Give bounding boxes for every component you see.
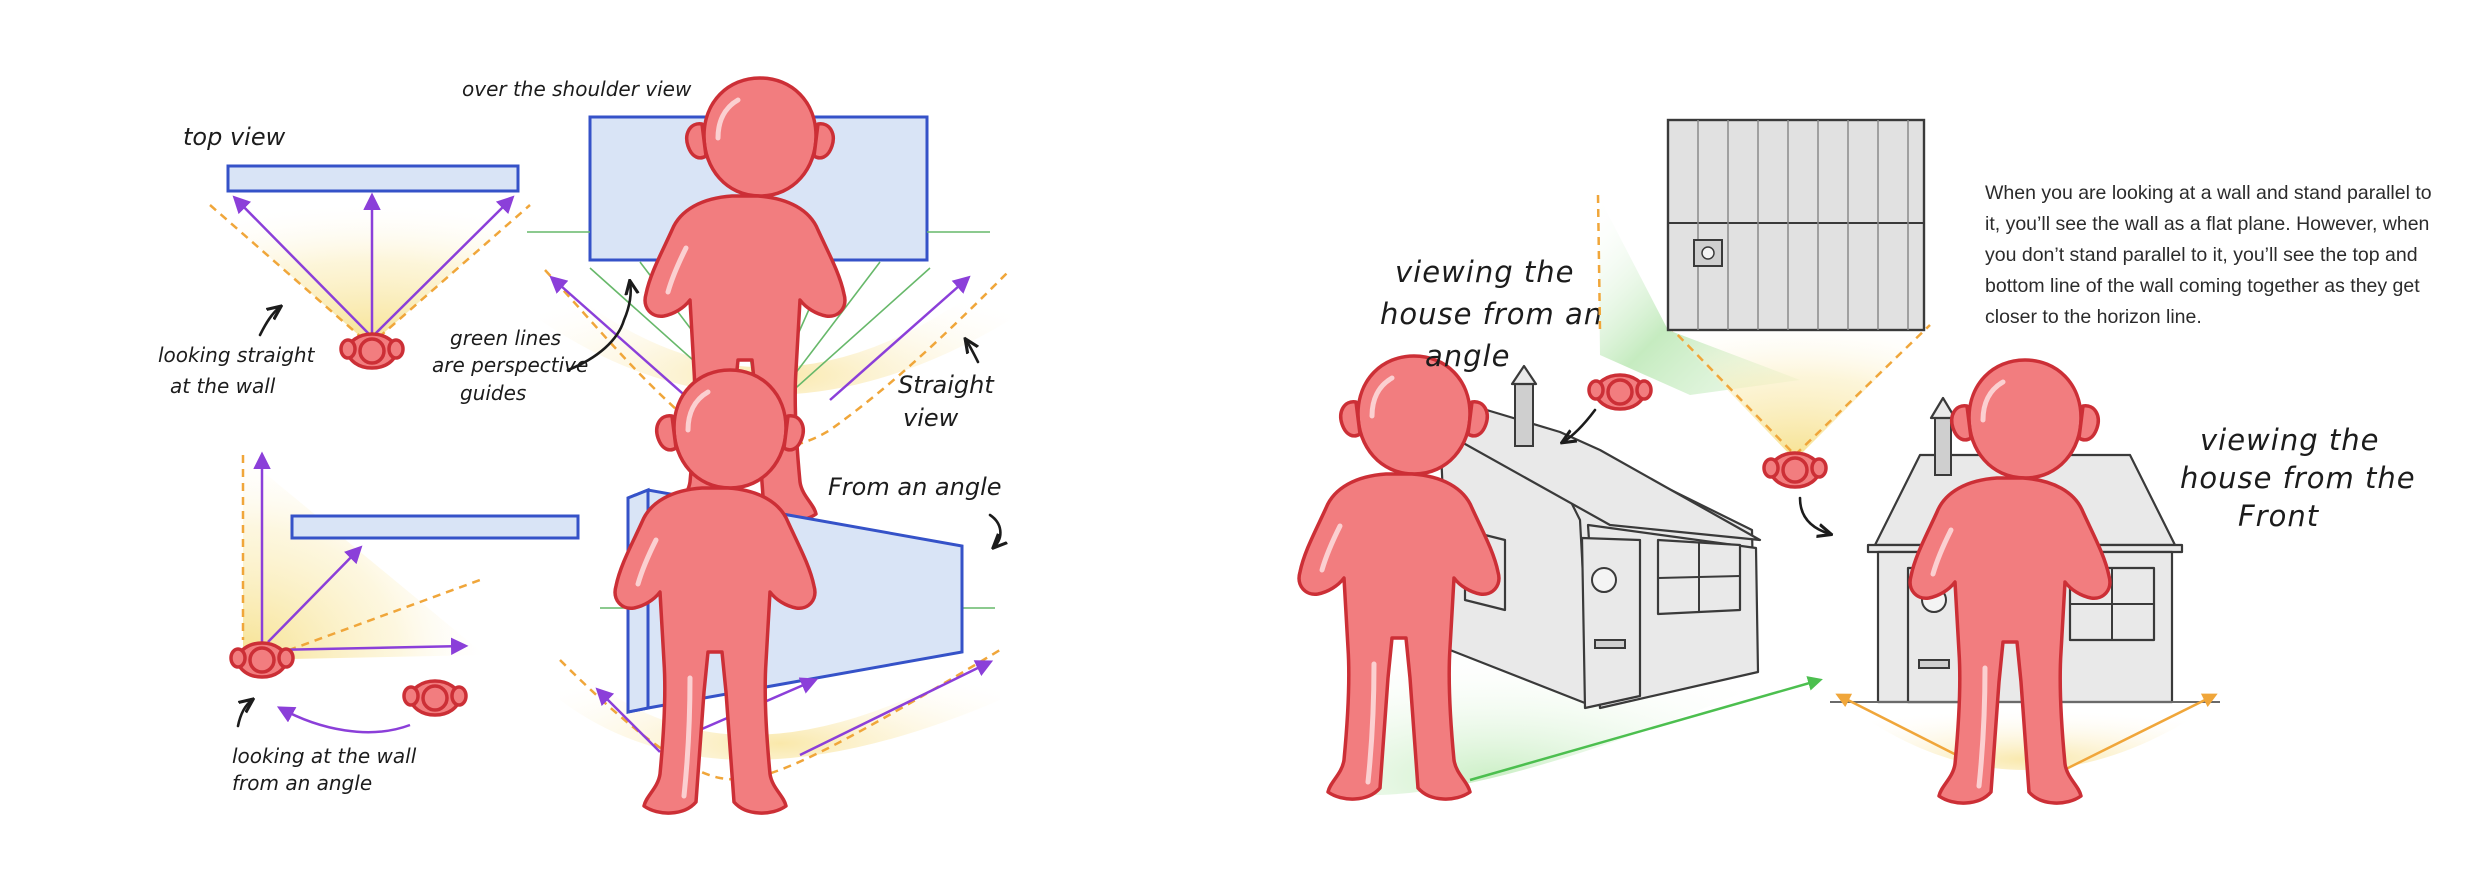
explanation-paragraph: When you are looking at a wall and stand… [1985,182,2432,328]
label-green-lines-1: green lines [450,326,561,350]
panel-top-view-angle: looking at the wall from an angle [229,451,580,795]
label-angle-wall-1: looking at the wall [232,744,417,768]
label-looking-straight-1: looking straight [158,343,316,367]
figure-top-angle-2 [402,679,468,717]
label-house-front-3: Front [2238,499,2320,533]
figure-top-straight [339,332,405,370]
panel-over-shoulder-straight: over the shoulder view green lines are p… [432,77,1011,521]
label-house-angle-3: angle [1425,339,1510,373]
label-angle-wall-2: from an angle [232,771,372,795]
label-over-shoulder: over the shoulder view [462,77,692,101]
figure-top-angle-1 [229,641,295,679]
panel-top-view-straight: top view looking straight at the wall [158,123,531,398]
label-top-view: top view [183,123,286,151]
label-green-lines-2: are perspective [432,353,588,377]
label-house-angle-2: house from an [1380,297,1603,331]
house-angle [1438,364,1762,710]
label-house-angle-1: viewing the [1395,255,1574,289]
label-from-angle: From an angle [828,473,1002,501]
wall-top-angle [290,514,580,540]
panel-house-angle: viewing the house from an angle [1299,255,1823,799]
wall-top-view [226,164,520,193]
panel-over-shoulder-angle: From an angle [559,370,1002,813]
figure-top-house-front [1762,451,1828,489]
label-looking-straight-2: at the wall [170,374,276,398]
roof-top-view [1666,118,1926,332]
label-green-lines-3: guides [460,381,526,405]
label-house-front-2: house from the [2180,461,2416,495]
label-straight-view-2: view [903,404,959,432]
panel-house-front: viewing the house from the Front [1596,118,2416,803]
label-straight-view-1: Straight [898,371,995,399]
label-house-front-1: viewing the [2200,423,2379,457]
figure-top-house-angle [1587,373,1653,411]
